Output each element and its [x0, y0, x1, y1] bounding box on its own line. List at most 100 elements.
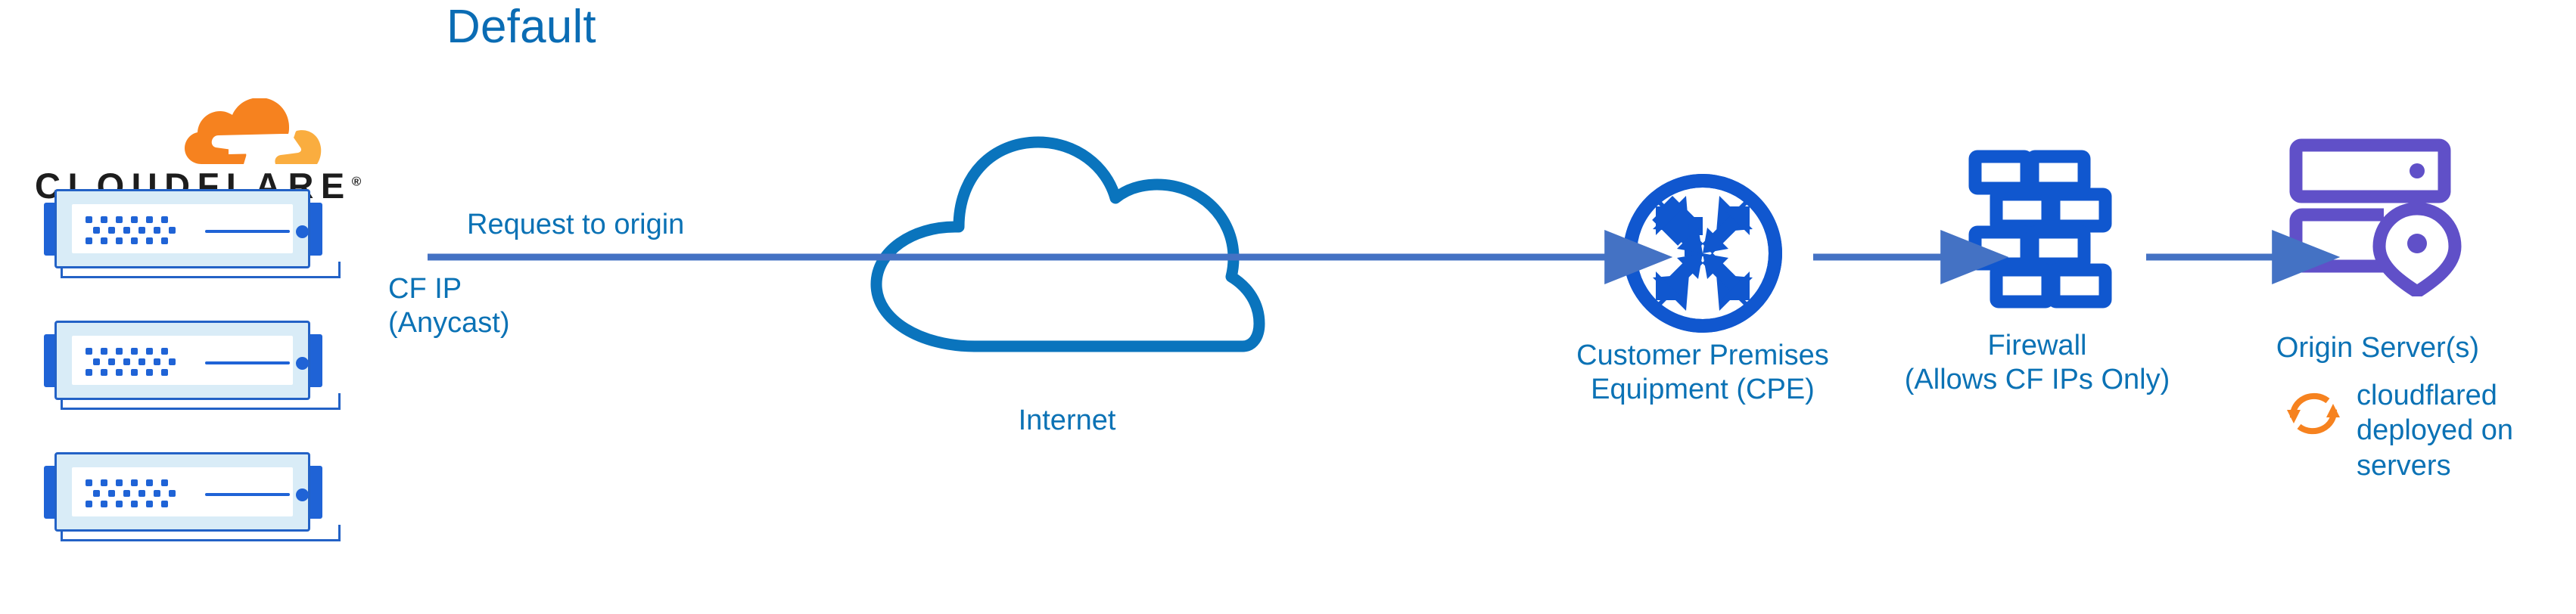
- cloud-outline-icon: [870, 136, 1265, 352]
- cpe-node: [1619, 170, 1786, 336]
- cloudflared-line1: cloudflared: [2357, 380, 2497, 411]
- rack-vent-dot: [146, 216, 153, 223]
- rack-vent-dot: [146, 348, 153, 355]
- rack-vent-dot: [146, 237, 153, 244]
- rack-vent-dot: [116, 237, 123, 244]
- rack-vent-dot: [123, 227, 130, 234]
- rack-panel: [72, 204, 309, 253]
- rack-vent-dot: [108, 490, 115, 497]
- rack-vent-dot: [161, 348, 168, 355]
- rack-vent-dot: [116, 348, 123, 355]
- rack-vent-dot: [131, 479, 138, 486]
- rack-vent-dot: [154, 358, 160, 365]
- rack-body: [54, 452, 310, 532]
- rack-vent-dot: [116, 369, 123, 376]
- cloudflared-text: cloudflared deployed on servers: [2357, 378, 2561, 483]
- rack-vent-dot: [101, 348, 107, 355]
- rack-vent-dot: [101, 479, 107, 486]
- rack-vent-dot: [93, 227, 100, 234]
- rack-status-led: [296, 225, 309, 238]
- rack-vent-dot: [146, 479, 153, 486]
- rack-vent-dot: [146, 369, 153, 376]
- rack-vent-dot: [101, 237, 107, 244]
- rack-vent-dots: [86, 479, 178, 510]
- rack-vent-dot: [86, 479, 92, 486]
- rack-vent-dot: [138, 358, 145, 365]
- rack-vent-dots: [86, 348, 178, 378]
- origin-server-node: [2287, 138, 2469, 299]
- rack-vent-dot: [161, 216, 168, 223]
- rack-body: [54, 189, 310, 268]
- rack-vent-dot: [161, 369, 168, 376]
- rack-vent-dot: [93, 490, 100, 497]
- rack-vent-dot: [123, 358, 130, 365]
- rack-vent-dot: [86, 237, 92, 244]
- rack-vent-dot: [131, 369, 138, 376]
- server-rack-3: [21, 449, 347, 544]
- router-icon: [1623, 174, 1782, 333]
- rack-vent-dot: [93, 358, 100, 365]
- rack-vent-dot: [161, 501, 168, 507]
- cpe-label: Customer Premises Equipment (CPE): [1539, 339, 1866, 407]
- cf-ip-anycast-label: CF IP (Anycast): [388, 272, 509, 340]
- rack-vent-dot: [123, 490, 130, 497]
- server-rack-1: [21, 186, 347, 281]
- rack-vent-dot: [131, 237, 138, 244]
- rack-vent-dot: [131, 216, 138, 223]
- brick-wall-icon: [1968, 150, 2112, 309]
- rack-vent-dot: [169, 227, 176, 234]
- page-title: Default: [446, 1, 596, 53]
- firewall-label-line1: Firewall: [1987, 330, 2087, 361]
- rack-vent-dot: [116, 501, 123, 507]
- firewall-label: Firewall (Allows CF IPs Only): [1886, 329, 2189, 397]
- rack-vent-dot: [108, 227, 115, 234]
- server-rack-2: [21, 318, 347, 412]
- cloudflare-cloud-logo-icon: [185, 98, 322, 164]
- rack-vent-dot: [86, 369, 92, 376]
- cf-ip-line2: (Anycast): [388, 306, 510, 339]
- firewall-label-line2: (Allows CF IPs Only): [1904, 363, 2170, 395]
- rack-vent-dot: [116, 479, 123, 486]
- rack-vent-dot: [146, 501, 153, 507]
- rack-vent-dot: [138, 227, 145, 234]
- rack-vent-dot: [101, 216, 107, 223]
- rack-status-line: [205, 361, 290, 364]
- request-to-origin-label: Request to origin: [467, 209, 685, 240]
- rack-status-line: [205, 230, 290, 233]
- rack-vent-dot: [169, 490, 176, 497]
- sync-arrows-icon: [2287, 392, 2340, 435]
- rack-vent-dots: [86, 216, 178, 247]
- rack-vent-dot: [161, 479, 168, 486]
- rack-vent-dot: [131, 501, 138, 507]
- rack-status-led: [296, 357, 309, 370]
- rack-vent-dot: [101, 369, 107, 376]
- rack-vent-dot: [138, 490, 145, 497]
- rack-panel: [72, 467, 309, 516]
- firewall-node: [1962, 147, 2113, 310]
- rack-vent-dot: [131, 348, 138, 355]
- rack-status-led: [296, 488, 309, 501]
- rack-vent-dot: [161, 237, 168, 244]
- internet-label: Internet: [1018, 405, 1116, 436]
- cpe-label-line1: Customer Premises: [1576, 340, 1829, 371]
- cloudflared-line3: servers: [2357, 449, 2451, 482]
- origin-server-label: Origin Server(s): [2276, 332, 2480, 364]
- internet-cloud-node: Internet: [840, 106, 1294, 436]
- rack-vent-dot: [116, 216, 123, 223]
- rack-vent-dot: [154, 227, 160, 234]
- registered-trademark-mark: ®: [351, 174, 362, 189]
- rack-panel: [72, 336, 309, 385]
- rack-vent-dot: [154, 490, 160, 497]
- cf-ip-line1: CF IP: [388, 273, 462, 305]
- rack-vent-dot: [108, 358, 115, 365]
- cloudflared-line2: deployed on: [2357, 414, 2514, 447]
- cpe-label-line2: Equipment (CPE): [1591, 373, 1815, 405]
- rack-vent-dot: [169, 358, 176, 365]
- rack-body: [54, 321, 310, 400]
- rack-vent-dot: [86, 348, 92, 355]
- rack-vent-dot: [86, 501, 92, 507]
- server-with-location-pin-icon: [2289, 138, 2462, 299]
- rack-vent-dot: [101, 501, 107, 507]
- rack-status-line: [205, 493, 290, 496]
